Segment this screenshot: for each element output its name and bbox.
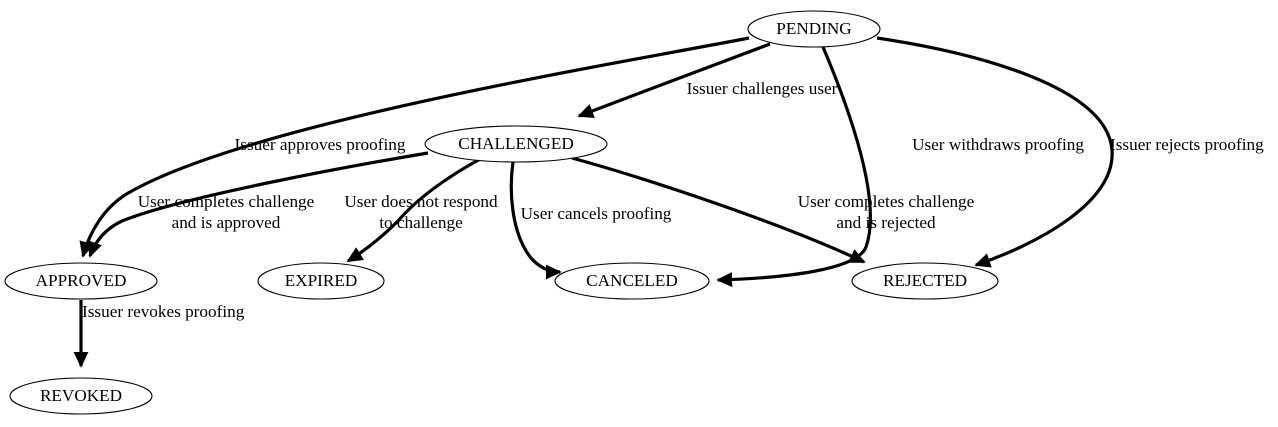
edge-labels-layer: Issuer approves proofing Issuer challeng… [82,79,1264,321]
node-rejected-label: REJECTED [883,271,967,290]
edge-label-challenged-expired-line1: User does not respond [344,192,498,211]
node-canceled[interactable]: CANCELED [554,262,710,300]
edge-label-challenged-rejected-line2: and is rejected [836,213,936,232]
edge-label-challenged-expired-line2: to challenge [379,213,463,232]
edge-challenged-approved [87,151,429,258]
edge-pending-rejected [876,36,1114,268]
node-canceled-label: CANCELED [586,271,678,290]
node-revoked-label: REVOKED [40,386,122,405]
edge-label-challenged-approved-line2: and is approved [172,213,281,232]
edge-pending-approved [79,36,750,258]
node-approved-label: APPROVED [36,271,127,290]
node-challenged-label: CHALLENGED [458,134,574,153]
node-challenged[interactable]: CHALLENGED [424,125,608,163]
edge-label-approved-revoked: Issuer revokes proofing [82,302,245,321]
edges-layer [73,36,1114,368]
node-expired-label: EXPIRED [285,271,358,290]
node-pending-label: PENDING [776,19,851,38]
edge-label-pending-challenged: Issuer challenges user [687,79,838,98]
nodes-layer: PENDING CHALLENGED APPROVED EXPIRED CANC… [4,10,999,415]
edge-challenged-rejected [571,156,866,264]
edge-label-challenged-canceled: User cancels proofing [521,204,672,223]
node-pending[interactable]: PENDING [747,10,881,48]
edge-pending-challenged [577,42,771,119]
edge-challenged-expired [346,156,483,263]
node-expired[interactable]: EXPIRED [257,262,385,300]
edge-label-pending-canceled: User withdraws proofing [912,135,1084,154]
node-revoked[interactable]: REVOKED [9,377,153,415]
edge-pending-canceled [716,46,872,288]
node-rejected[interactable]: REJECTED [851,262,999,300]
edge-label-challenged-approved-line1: User completes challenge [138,192,315,211]
node-approved[interactable]: APPROVED [4,262,158,300]
edge-label-challenged-rejected-line1: User completes challenge [798,192,975,211]
edge-challenged-canceled [509,161,562,280]
edge-label-pending-approved: Issuer approves proofing [235,135,406,154]
edge-label-pending-rejected: Issuer rejects proofing [1110,135,1264,154]
